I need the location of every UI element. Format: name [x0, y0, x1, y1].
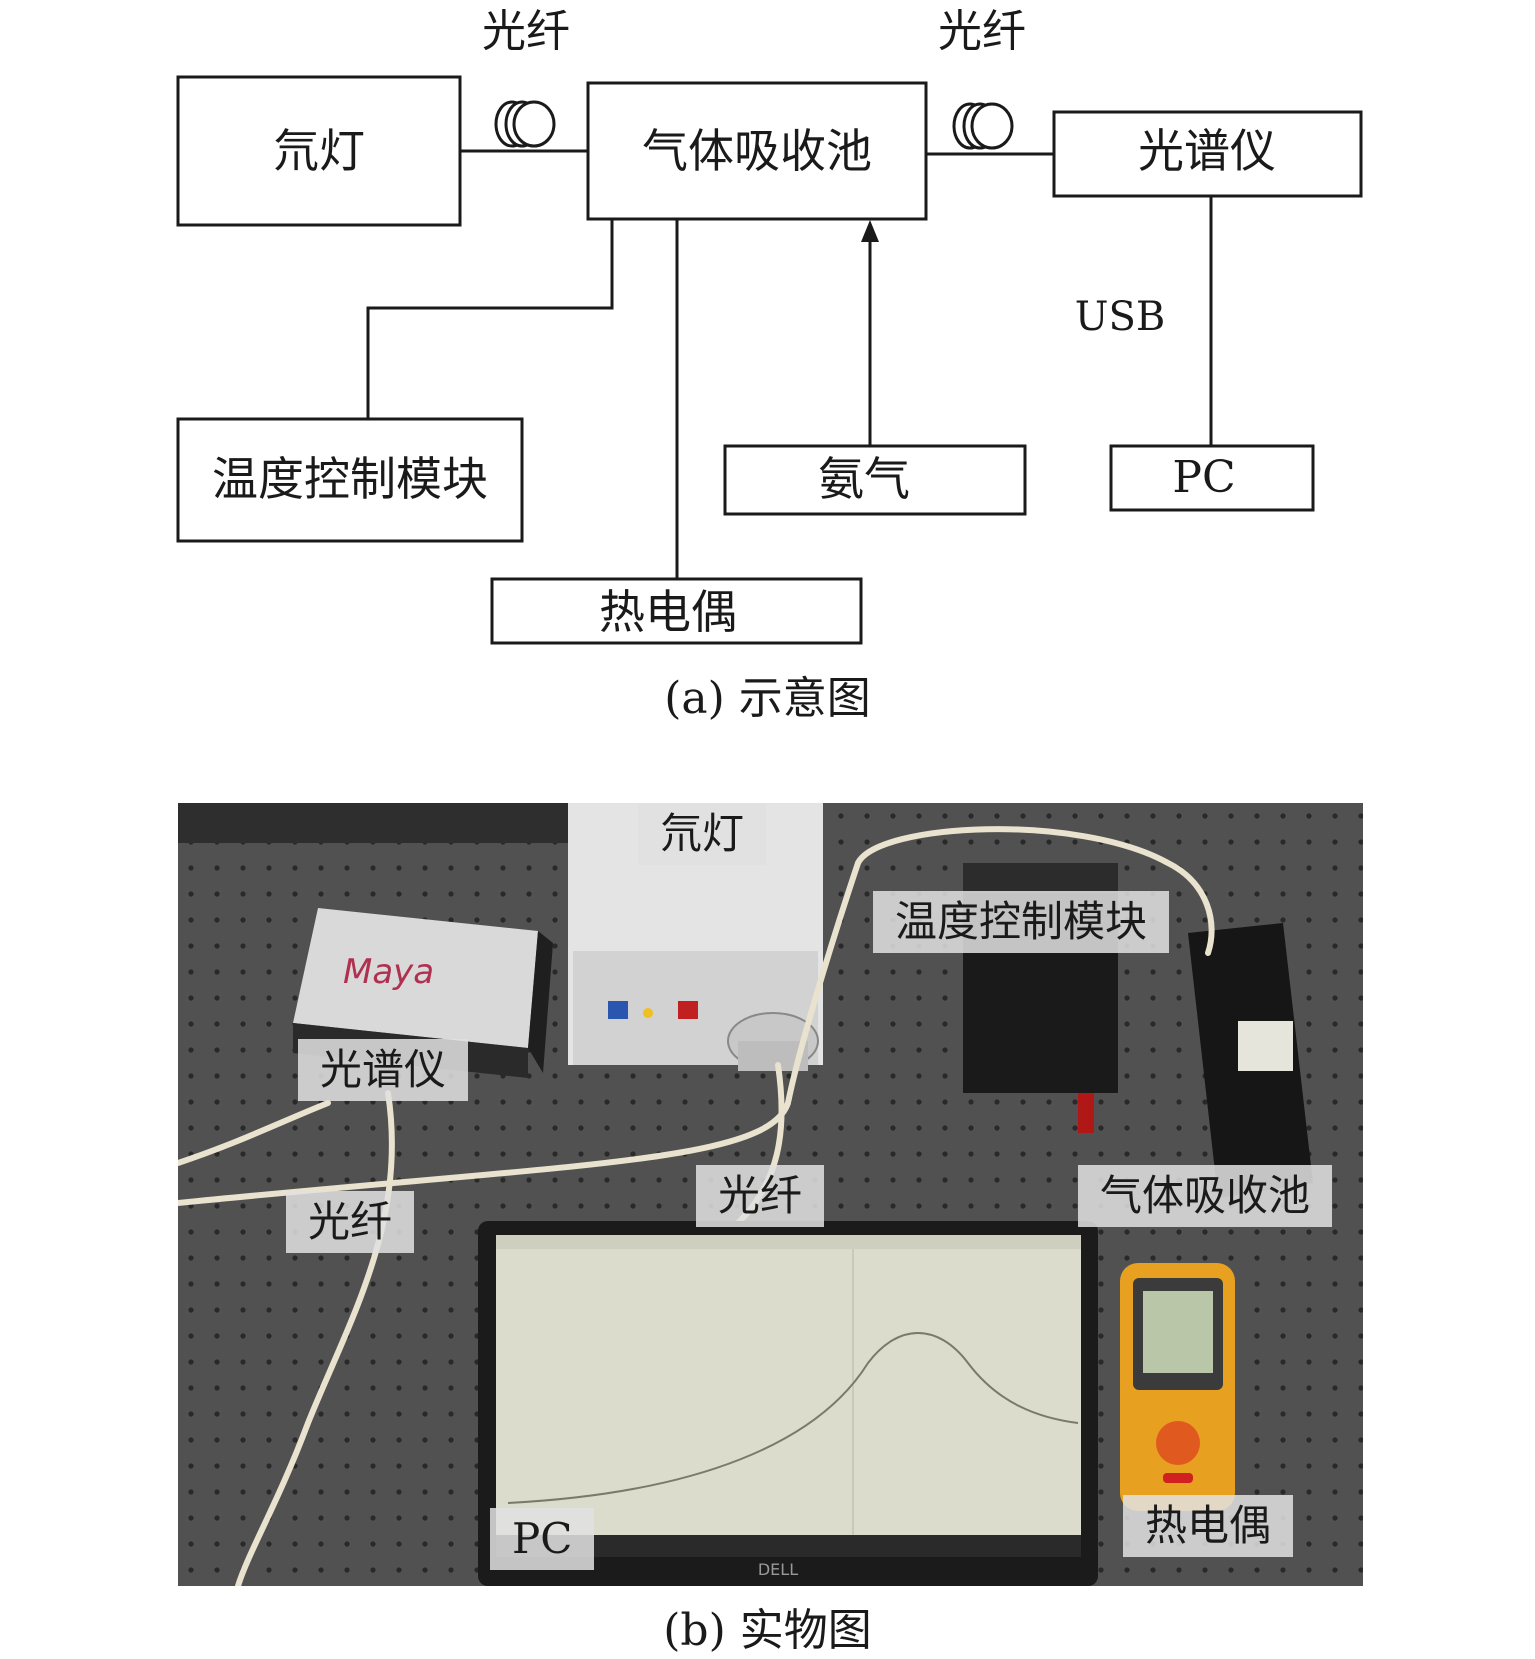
usb-label: USB: [1075, 294, 1166, 340]
lamp-label: 氘灯: [273, 124, 365, 178]
ammonia-arrow-head: [861, 220, 879, 242]
photo-label-temp-control: 温度控制模块: [873, 891, 1170, 954]
fiber-label-right: 光纤: [938, 6, 1026, 57]
thermocouple-label: 热电偶: [599, 585, 737, 639]
photo-label-pc: PC: [490, 1508, 595, 1571]
photo-label-lamp: 氘灯: [638, 803, 767, 866]
photo-label-spectrometer: 光谱仪: [298, 1039, 469, 1102]
cell-label: 气体吸收池: [642, 124, 872, 178]
spectrometer-label: 光谱仪: [1138, 124, 1276, 178]
fiber-coil-icon-left: [494, 100, 556, 148]
temp-control-line: [366, 219, 614, 419]
schematic-diagram: 光纤 光纤 氘灯 气体吸收池 光谱仪 USB 温度控制模块 氨气 PC 热电偶: [176, 6, 1363, 645]
setup-photo: Maya: [178, 803, 1363, 1586]
photo-label-fiber-2: 光纤: [286, 1191, 415, 1254]
svg-text:Maya: Maya: [343, 952, 434, 992]
thermocouple-device: [1120, 1263, 1235, 1511]
photo-label-cell: 气体吸收池: [1078, 1165, 1333, 1228]
ammonia-label: 氨气: [818, 452, 910, 506]
temp-control-box: [176, 417, 524, 543]
svg-text:DELL: DELL: [758, 1560, 798, 1579]
temp-control-label: 温度控制模块: [212, 452, 488, 506]
fiber-label-left: 光纤: [482, 6, 570, 57]
caption-schematic: (a) 示意图: [664, 673, 871, 724]
photo-label-fiber-1: 光纤: [696, 1165, 825, 1228]
laptop-device: DELL: [478, 1221, 1098, 1586]
photo-label-thermocouple: 热电偶: [1123, 1495, 1294, 1558]
ammonia-box: [723, 444, 1027, 516]
pc-label: PC: [1172, 452, 1235, 503]
caption-photo: (b) 实物图: [663, 1605, 872, 1656]
fiber-coil-icon-right: [952, 102, 1014, 150]
cell-device: [1188, 923, 1313, 1198]
